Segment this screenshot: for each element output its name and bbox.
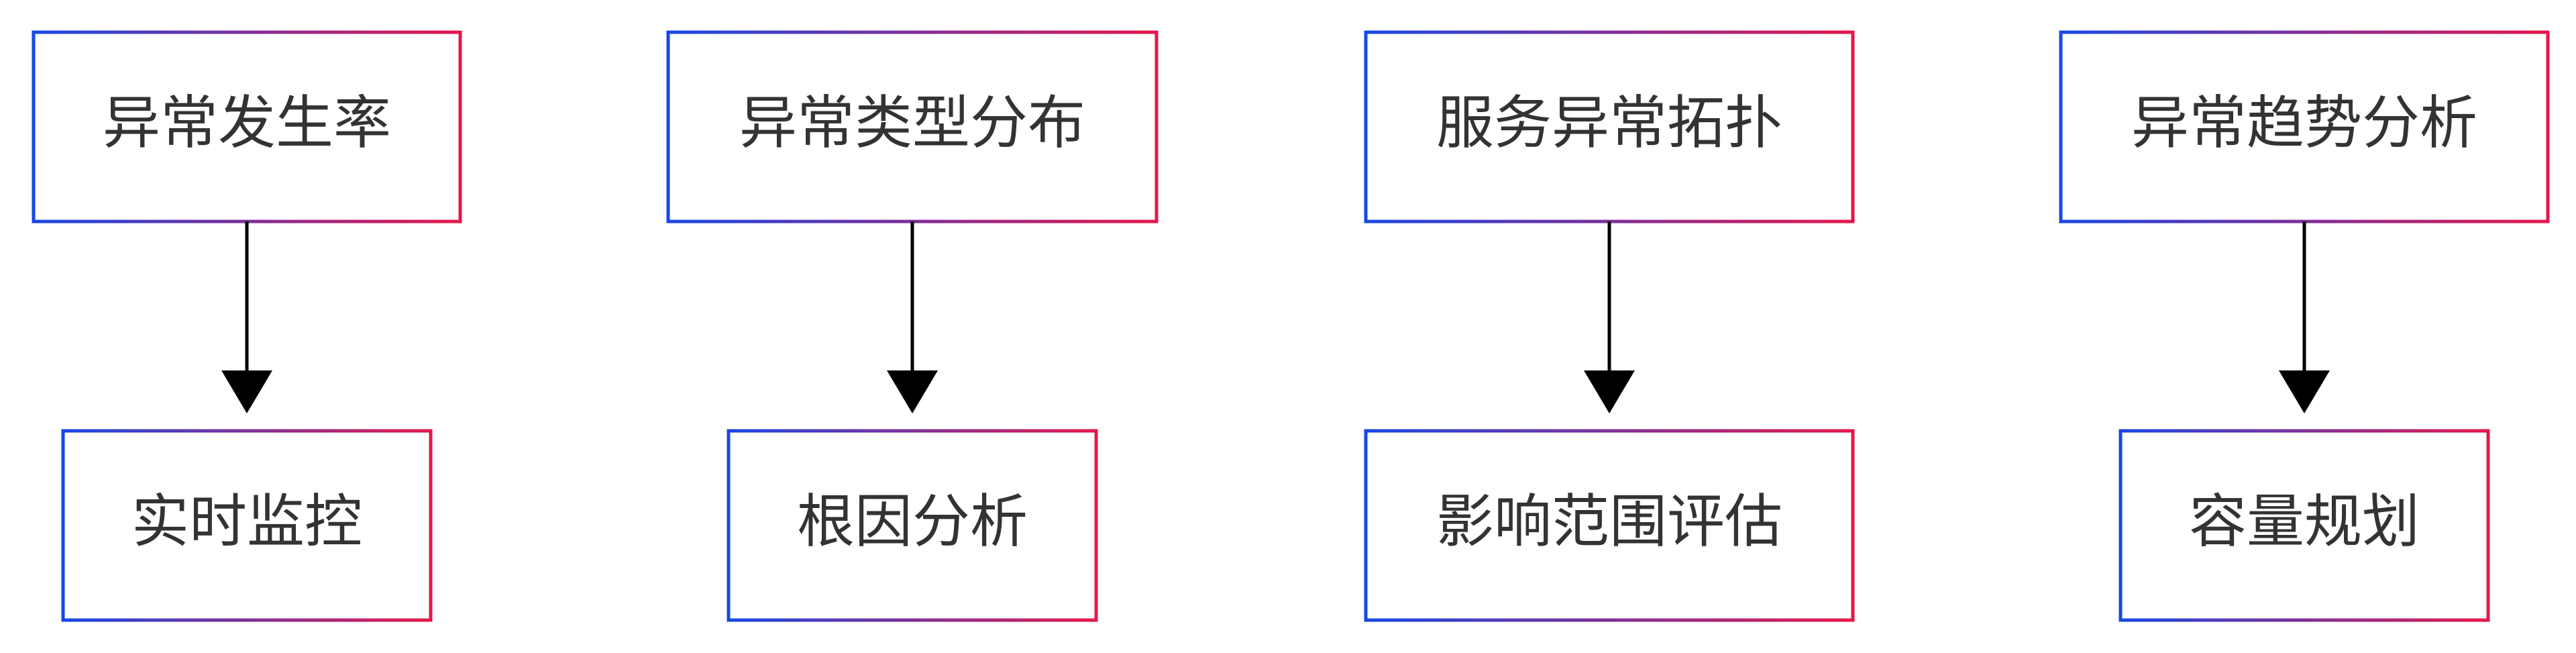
node-label: 容量规划 [2189, 488, 2420, 555]
node-label: 异常发生率 [103, 89, 391, 156]
arrow-head [887, 370, 938, 413]
node-label: 影响范围评估 [1436, 488, 1782, 555]
node-box [2118, 429, 2490, 622]
node-label: 根因分析 [797, 488, 1028, 555]
node-label: 服务异常拓扑 [1436, 89, 1782, 156]
column-1: 异常发生率 实时监控 [32, 30, 462, 622]
node-label: 异常类型分布 [739, 89, 1085, 156]
node-label: 异常趋势分析 [2131, 89, 2477, 156]
arrow-head [1584, 370, 1635, 413]
node-box [1364, 429, 1855, 622]
arrow-head [2279, 370, 2330, 413]
node-box [1364, 30, 1855, 223]
column-2: 异常类型分布 根因分析 [666, 30, 1159, 622]
column-4: 异常趋势分析 容量规划 [2059, 30, 2550, 622]
node-label: 实时监控 [131, 488, 362, 555]
arrow-head [221, 370, 272, 413]
node-box [727, 429, 1098, 622]
node-box [2059, 30, 2550, 223]
column-3: 服务异常拓扑 影响范围评估 [1364, 30, 1855, 622]
node-box [32, 30, 462, 223]
node-box [61, 429, 433, 622]
